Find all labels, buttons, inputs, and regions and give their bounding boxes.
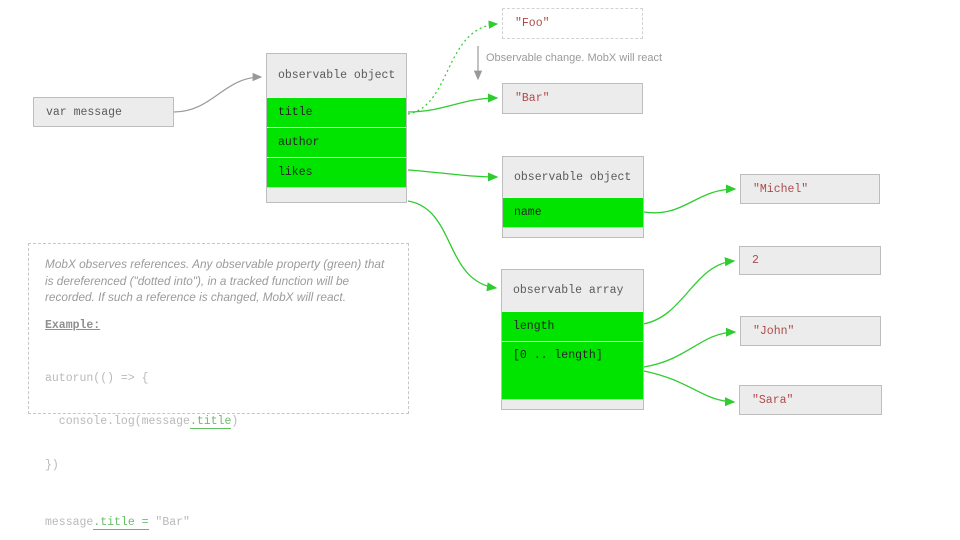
entity-title: observable object — [278, 69, 396, 82]
observable-array-likes: observable array length [0 .. length] — [501, 269, 644, 410]
arrow-range-to-john — [643, 327, 737, 368]
entity-title: observable object — [514, 170, 632, 184]
entity-title: observable array — [513, 284, 624, 297]
arrow-object-to-array — [407, 200, 498, 292]
entity-footer — [267, 187, 406, 202]
code-title-highlight: .title — [189, 415, 232, 429]
code-line: }) — [45, 458, 59, 472]
entity-footer — [503, 227, 643, 237]
var-message-box: var message — [33, 97, 174, 127]
code-line: console.log(message.title) — [45, 415, 239, 429]
field-name: name — [503, 197, 643, 227]
arrow-title-to-bar — [407, 93, 499, 113]
field-likes: likes — [267, 157, 406, 187]
observable-object-message: observable object title author likes — [266, 53, 407, 203]
arrow-name-to-michel — [643, 184, 737, 214]
code-line: message.title = "Bar" — [45, 516, 190, 530]
example-heading: Example: — [45, 318, 101, 332]
code-line: autorun(() => { — [45, 371, 149, 385]
observable-change-label: Observable change. MobX will react — [486, 52, 663, 64]
field-index-range: [0 .. length] — [502, 341, 643, 399]
value-box-foo: "Foo" — [502, 8, 643, 39]
value-box-two: 2 — [739, 246, 881, 275]
observable-object-author: observable object name — [502, 156, 644, 238]
arrow-length-to-two — [642, 257, 736, 325]
note-paragraph-line: is dereferenced ("dotted into"), in a tr… — [45, 273, 350, 288]
arrow-title-to-foo-dotted — [407, 20, 499, 115]
note-paragraph-line: MobX observes references. Any observable… — [45, 257, 385, 271]
field-author: author — [267, 127, 406, 157]
value-box-bar: "Bar" — [502, 83, 643, 114]
code-title-highlight: .title = — [93, 516, 149, 530]
code-block: autorun(() => { console.log(message.titl… — [45, 343, 400, 540]
value-box-michel: "Michel" — [740, 174, 880, 204]
explanation-note: MobX observes references. Any observable… — [28, 243, 409, 530]
field-title: title — [267, 97, 406, 127]
value-box-john: "John" — [740, 316, 881, 346]
note-paragraph-line: recorded. If such a reference is changed… — [45, 290, 346, 304]
value-box-sara: "Sara" — [739, 385, 882, 415]
arrow-likes-to-object — [407, 169, 499, 182]
entity-footer — [502, 399, 643, 409]
field-length: length — [502, 311, 643, 341]
arrow-varmessage-to-object — [173, 72, 263, 113]
arrow-range-to-sara — [643, 370, 736, 407]
